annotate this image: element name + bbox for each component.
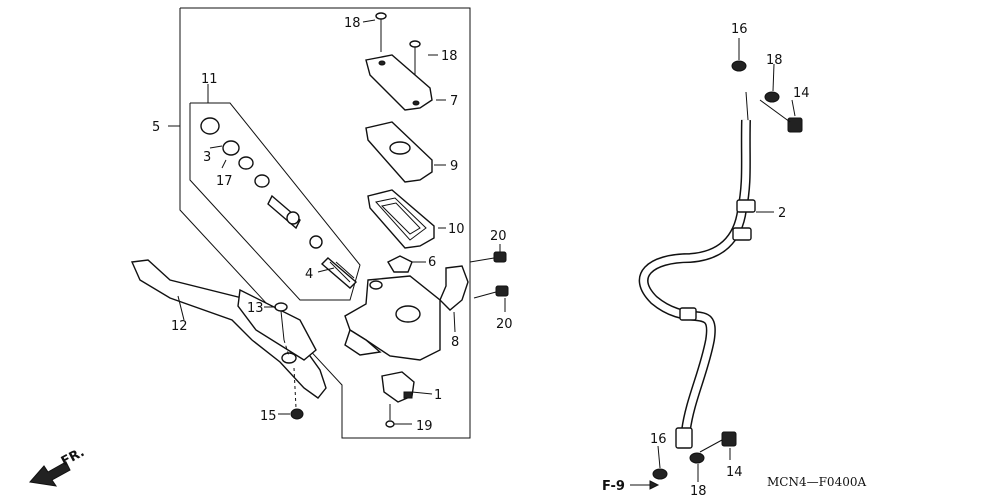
callout-2: 2 [778,206,786,221]
piston-kit-bracket [189,102,361,301]
leader-lines [168,19,796,482]
callout-18b: 18 [441,49,458,64]
callout-15: 15 [260,409,277,424]
bolt-14b [699,431,737,453]
front-arrow-icon [29,461,71,487]
washer-16b [652,468,668,480]
callout-1: 1 [434,388,442,403]
washer-18d [689,452,705,464]
piston-kit [200,117,358,289]
callout-4: 4 [305,267,313,282]
callout-16a: 16 [731,22,748,37]
page-reference: F-9 [602,479,625,494]
callout-7: 7 [450,94,458,109]
front-marker-label: FR. [59,445,87,470]
washer-18c [764,91,780,103]
master-cylinder-body [344,275,441,361]
bolt-20b [473,285,509,299]
callout-10: 10 [448,222,465,237]
callout-12: 12 [171,319,188,334]
screw-19 [385,404,395,428]
callout-3: 3 [203,150,211,165]
hose-joint-8 [439,265,469,311]
callout-20a: 20 [490,229,507,244]
callout-14b: 14 [726,465,743,480]
clip-6 [387,255,426,273]
callout-6: 6 [428,255,436,270]
diagram-code: MCN4—F0400A [767,475,866,489]
brake-switch [381,371,415,403]
brake-lever [130,259,327,399]
callout-18d: 18 [690,484,707,499]
pivot-bolt-13 [274,302,290,357]
callout-8: 8 [451,335,459,350]
bolt-14a [759,99,803,133]
reservoir-cap [365,54,433,111]
screw-18a [375,12,387,52]
callout-13: 13 [247,301,264,316]
washer-16a [731,60,747,72]
callout-11: 11 [201,72,218,87]
callout-16b: 16 [650,432,667,447]
diaphragm [367,189,435,249]
assembly-bracket [179,7,471,439]
brake-hose [638,91,756,449]
callout-14a: 14 [793,86,810,101]
callout-17: 17 [216,174,233,189]
callout-9: 9 [450,159,458,174]
callout-19: 19 [416,419,433,434]
callout-18a: 18 [344,16,361,31]
bolt-20a [469,251,507,263]
callout-5: 5 [152,120,160,135]
callout-18c: 18 [766,53,783,68]
callout-20b: 20 [496,317,513,332]
nut-15 [290,367,304,420]
